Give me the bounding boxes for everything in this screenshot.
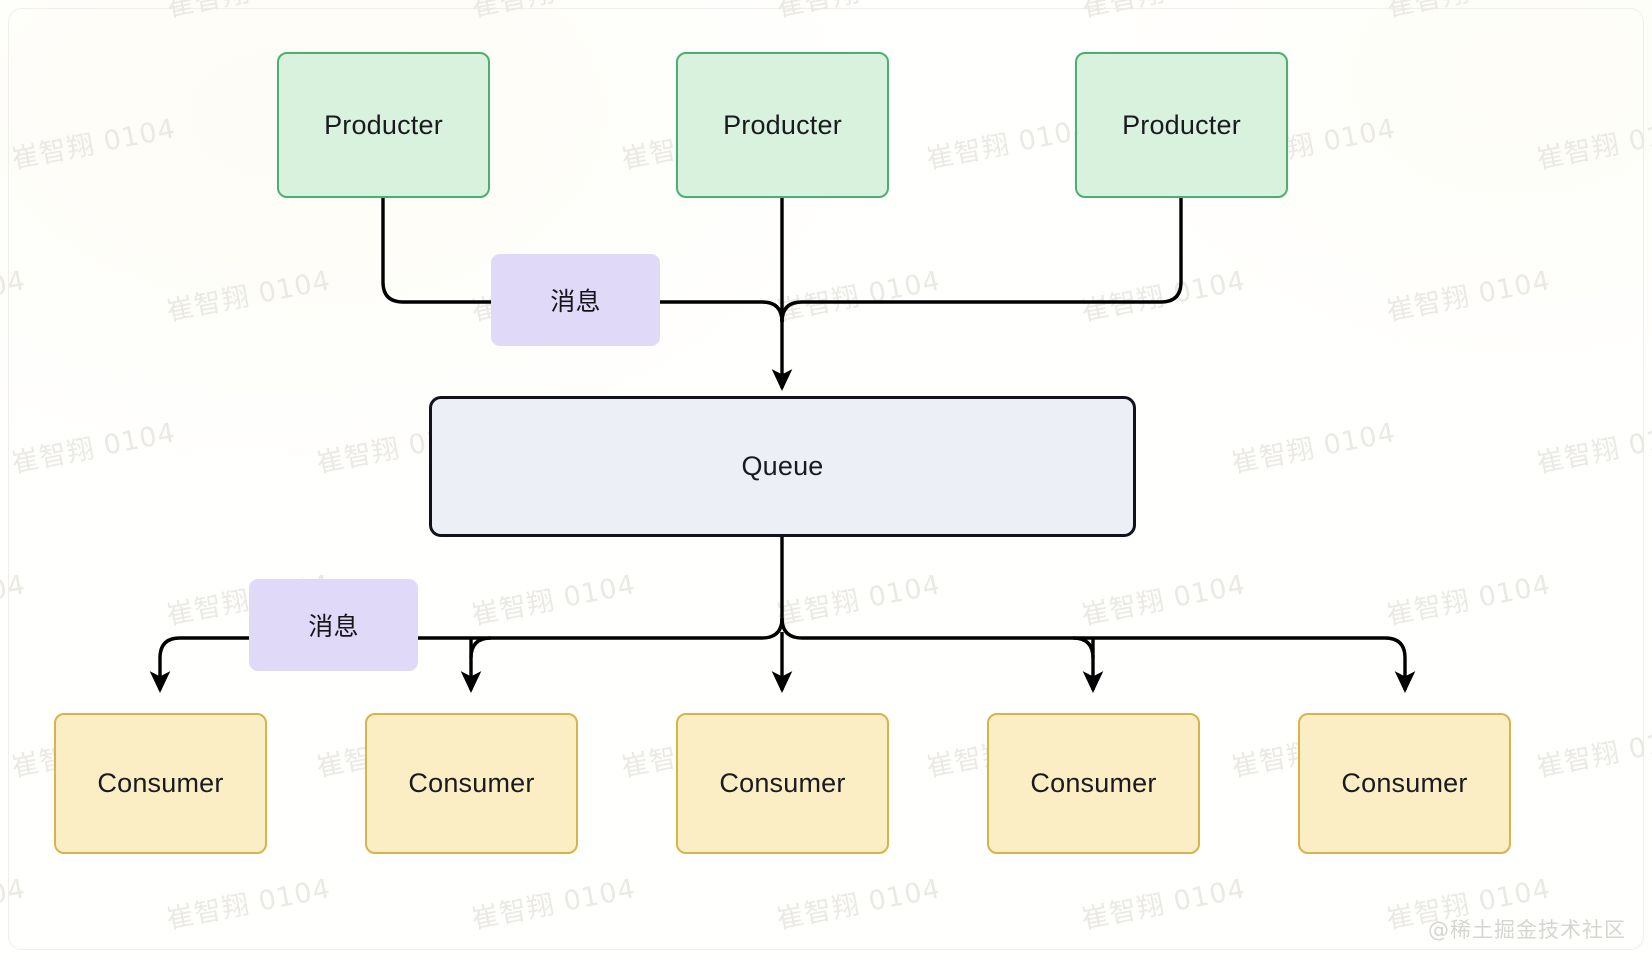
consumer-node-4[interactable]: Consumer bbox=[987, 713, 1200, 854]
consumer-label-1: Consumer bbox=[97, 768, 224, 798]
message-chip-consumer: 消息 bbox=[249, 579, 418, 671]
consumer-node-3[interactable]: Consumer bbox=[676, 713, 889, 854]
producer-node-3[interactable]: Producter bbox=[1075, 52, 1288, 198]
consumer-label-2: Consumer bbox=[408, 768, 535, 798]
edge-shoulder-consumer2 bbox=[469, 636, 492, 659]
message-chip-label-1: 消息 bbox=[550, 288, 601, 316]
consumer-node-5[interactable]: Consumer bbox=[1298, 713, 1511, 854]
producer-label-1: Producter bbox=[324, 109, 443, 140]
consumer-label-3: Consumer bbox=[719, 768, 846, 798]
consumer-node-2[interactable]: Consumer bbox=[365, 713, 578, 854]
message-chip-producer: 消息 bbox=[491, 254, 660, 346]
producer-node-2[interactable]: Producter bbox=[676, 52, 889, 198]
consumer-label-4: Consumer bbox=[1030, 768, 1157, 798]
consumer-label-5: Consumer bbox=[1341, 768, 1468, 798]
producer-label-2: Producter bbox=[723, 109, 842, 140]
edge-producer3-to-merge bbox=[780, 198, 1183, 323]
attribution-text: @稀土掘金技术社区 bbox=[1428, 918, 1626, 942]
consumer-node-1[interactable]: Consumer bbox=[54, 713, 267, 854]
edge-shoulder-consumer4 bbox=[1072, 636, 1095, 659]
message-chip-label-2: 消息 bbox=[308, 613, 359, 641]
producer-label-3: Producter bbox=[1122, 109, 1241, 140]
queue-label: Queue bbox=[741, 451, 824, 481]
producer-node-1[interactable]: Producter bbox=[277, 52, 490, 198]
queue-node[interactable]: Queue bbox=[429, 396, 1136, 537]
